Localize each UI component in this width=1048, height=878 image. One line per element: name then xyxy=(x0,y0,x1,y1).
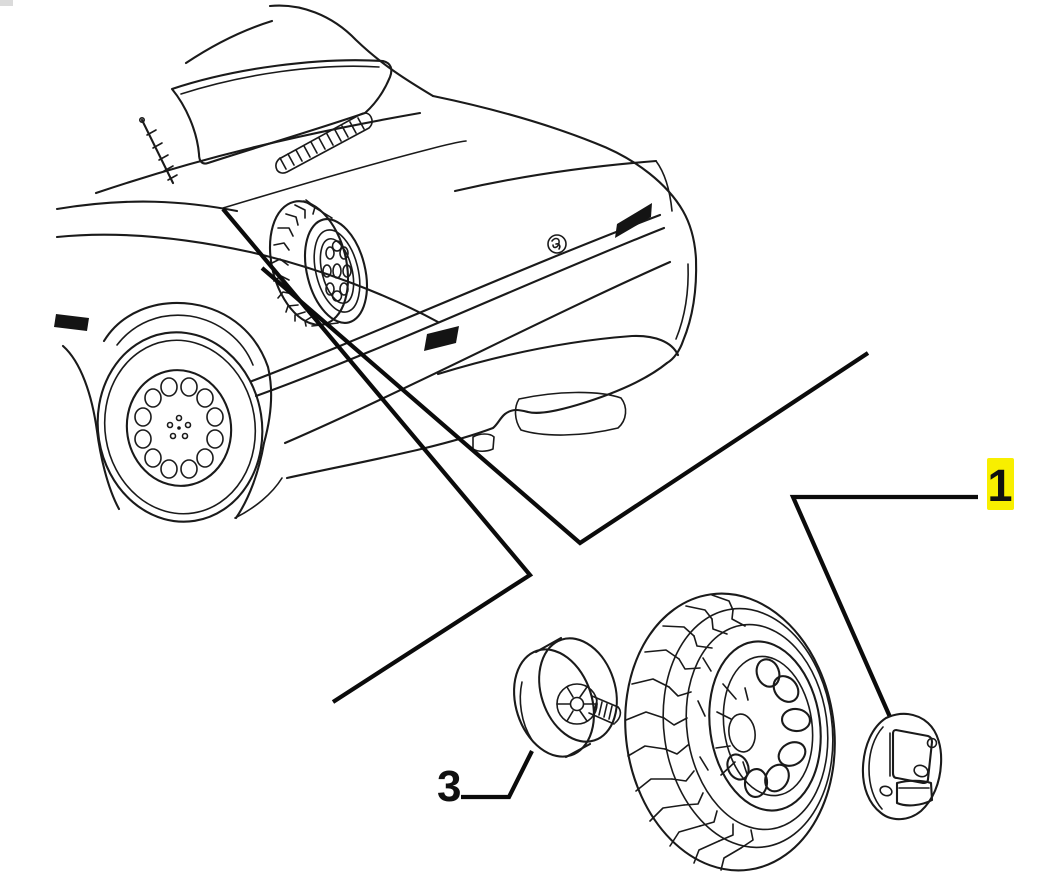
deck-seam-line xyxy=(222,140,467,209)
tail-right-inner-edge xyxy=(675,263,689,340)
fender-bottom-inner xyxy=(234,477,283,519)
spare-wheel-hub xyxy=(697,657,756,776)
knob-screw xyxy=(588,695,622,725)
leader-lines xyxy=(221,207,978,800)
parcel-shelf-line xyxy=(94,111,422,195)
license-recess xyxy=(514,391,627,436)
sill-line-left xyxy=(55,233,440,324)
part-1-bracket-drawing xyxy=(861,712,943,821)
side-marker xyxy=(54,314,89,331)
spare-wheel-tread-chevrons xyxy=(625,594,754,871)
tail-panel-line-1 xyxy=(250,213,662,383)
alfa-badge xyxy=(547,234,567,254)
rear-fender-top-edge xyxy=(431,94,698,261)
scan-smudge xyxy=(0,0,13,6)
beltline-left xyxy=(55,200,239,213)
knob-cross-handle xyxy=(556,683,598,725)
bumper-bottom-line xyxy=(285,361,669,480)
rear-window-inner-line xyxy=(180,65,380,95)
tail-panel-line-3 xyxy=(283,260,672,445)
spare-wheel-rim-holes xyxy=(726,658,812,799)
third-brake-light xyxy=(275,112,373,174)
rear-wheel-hub-marks xyxy=(166,414,192,440)
tail-light-left xyxy=(424,326,459,351)
trunk-gap-line xyxy=(453,159,658,193)
spare-wheel-rim-holes xyxy=(322,240,352,302)
leader-line-part-3 xyxy=(461,750,534,800)
zone-line-left xyxy=(221,207,534,704)
callout-1[interactable]: 1 xyxy=(987,458,1014,511)
roof-inner-line xyxy=(184,19,274,65)
spare-wheel-drawing xyxy=(624,592,836,872)
trunk-gap-right xyxy=(655,160,673,212)
callout-3-label: 3 xyxy=(437,762,461,811)
wheel-arch-inner xyxy=(116,314,254,366)
callout-3[interactable]: 3 xyxy=(437,762,461,811)
bumper-top-line xyxy=(436,334,680,376)
callout-1-highlight xyxy=(987,458,1014,510)
rear-wheel xyxy=(96,331,264,523)
rear-wheel-holes xyxy=(134,377,224,479)
zone-line-right xyxy=(260,266,870,546)
callout-1-label: 1 xyxy=(987,460,1012,511)
wheel-arch-outer xyxy=(102,302,273,445)
roof-edge xyxy=(268,4,435,98)
part-3-knob-drawing xyxy=(513,636,622,759)
tail-light-right xyxy=(615,203,652,238)
exhaust-tip xyxy=(472,433,495,453)
antenna-icon xyxy=(139,117,178,185)
tail-panel-line-2 xyxy=(254,226,666,398)
tail-right-edge xyxy=(665,257,698,365)
fender-bottom-edge xyxy=(234,441,266,520)
car-rear-view-drawing xyxy=(54,4,698,523)
leader-line-part-1 xyxy=(789,494,978,718)
